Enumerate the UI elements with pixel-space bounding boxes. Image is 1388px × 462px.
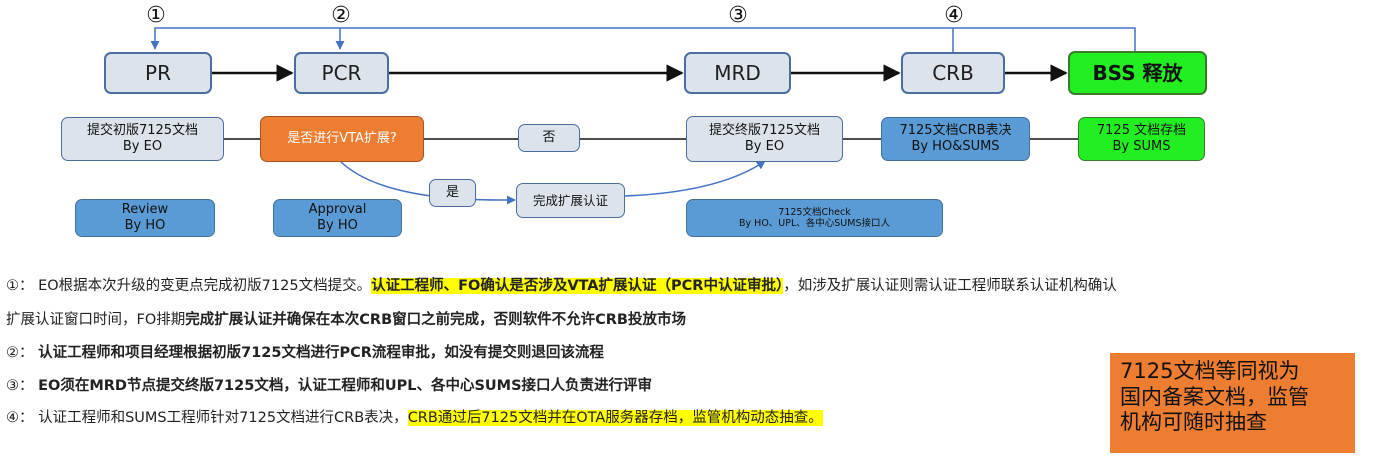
note-2-text: 认证工程师和项目经理根据初版7125文档进行PCR流程审批，如没有提交则退回该流… bbox=[38, 345, 604, 361]
stage-crb-label: CRB bbox=[932, 61, 974, 85]
task-approval: Approval By HO bbox=[273, 199, 402, 237]
stage-pcr: PCR bbox=[294, 52, 389, 94]
stage-mrd: MRD bbox=[684, 52, 791, 94]
stage-bss-release: BSS 释放 bbox=[1068, 51, 1207, 95]
note-1-line-2: 扩展认证窗口时间，FO排期完成扩展认证并确保在本次CRB窗口之前完成，否则软件不… bbox=[6, 308, 686, 329]
note-3-text: EO须在MRD节点提交终版7125文档，认证工程师和UPL、各中心SUMS接口人… bbox=[38, 378, 653, 394]
callout-line-3: 机构可随时抽查 bbox=[1120, 410, 1267, 435]
note-4: ④： 认证工程师和SUMS工程师针对7125文档进行CRB表决，CRB通过后71… bbox=[6, 406, 823, 427]
note-1-rest: ，如涉及扩展认证则需认证工程师联系认证机构确认 bbox=[783, 278, 1117, 294]
task-doc-check-line2: By HO、UPL、各中心SUMS接口人 bbox=[739, 218, 890, 229]
task-submit-initial-line2: By EO bbox=[122, 139, 163, 154]
stage-pr-label: PR bbox=[145, 61, 171, 85]
note-1-cont: 扩展认证窗口时间，FO排期 bbox=[6, 312, 186, 328]
note-2: ②： 认证工程师和项目经理根据初版7125文档进行PCR流程审批，如没有提交则退… bbox=[6, 341, 604, 362]
task-submit-initial: 提交初版7125文档 By EO bbox=[61, 117, 224, 161]
stage-pr: PR bbox=[104, 52, 212, 94]
stage-pcr-label: PCR bbox=[321, 61, 362, 85]
task-vta-question: 是否进行VTA扩展? bbox=[260, 116, 424, 162]
task-submit-final: 提交终版7125文档 By EO bbox=[686, 116, 843, 162]
task-review-line2: By HO bbox=[124, 218, 166, 233]
yes-path-curve-2 bbox=[624, 160, 766, 197]
stage-bss-label: BSS 释放 bbox=[1092, 61, 1183, 85]
callout-line-1: 7125文档等同视为 bbox=[1120, 359, 1300, 383]
note-3-marker: ③： bbox=[6, 378, 34, 394]
stage-crb: CRB bbox=[901, 52, 1005, 94]
task-review-line1: Review bbox=[121, 202, 169, 218]
task-archive-line1: 7125 文档存档 bbox=[1096, 123, 1187, 139]
step-number-3: ③ bbox=[728, 3, 748, 28]
feedback-line bbox=[150, 27, 1136, 52]
task-submit-final-line2: By EO bbox=[744, 139, 785, 154]
note-1-line-1: ①： EO根据本次升级的变更点完成初版7125文档提交。认证工程师、FO确认是否… bbox=[6, 274, 1117, 295]
label-yes-text: 是 bbox=[445, 185, 459, 201]
task-archive-line2: By SUMS bbox=[1112, 139, 1171, 154]
task-complete-extension-label: 完成扩展认证 bbox=[532, 193, 608, 208]
note-3: ③： EO须在MRD节点提交终版7125文档，认证工程师和UPL、各中心SUMS… bbox=[6, 374, 652, 395]
stage-mrd-label: MRD bbox=[714, 61, 761, 85]
note-4-intro: ④： 认证工程师和SUMS工程师针对7125文档进行CRB表决， bbox=[6, 410, 408, 426]
task-approval-line2: By HO bbox=[317, 218, 358, 233]
callout-box: 7125文档等同视为 国内备案文档，监管 机构可随时抽查 bbox=[1110, 353, 1355, 453]
note-1-bold: 完成扩展认证并确保在本次CRB窗口之前完成，否则软件不允许CRB投放市场 bbox=[185, 312, 686, 328]
step-number-4: ④ bbox=[944, 3, 964, 28]
note-4-highlight: CRB通过后7125文档并在OTA服务器存档，监管机构动态抽查。 bbox=[407, 410, 823, 426]
note-1-highlight: 认证工程师、FO确认是否涉及VTA扩展认证（PCR中认证审批） bbox=[371, 278, 784, 294]
label-yes: 是 bbox=[429, 179, 476, 207]
label-no: 否 bbox=[518, 124, 580, 152]
step-number-1: ① bbox=[146, 3, 166, 28]
task-doc-check-line1: 7125文档Check bbox=[778, 206, 851, 218]
yes-path-curve bbox=[339, 160, 516, 205]
note-1-intro: ①： EO根据本次升级的变更点完成初版7125文档提交。 bbox=[6, 278, 372, 294]
task-submit-initial-line1: 提交初版7125文档 bbox=[86, 123, 199, 139]
label-no-text: 否 bbox=[542, 130, 556, 146]
task-complete-extension: 完成扩展认证 bbox=[516, 183, 625, 218]
task-crb-vote: 7125文档CRB表决 By HO&SUMS bbox=[881, 117, 1030, 161]
task-doc-check: 7125文档Check By HO、UPL、各中心SUMS接口人 bbox=[686, 199, 943, 237]
note-2-marker: ②： bbox=[6, 345, 34, 361]
task-approval-line1: Approval bbox=[308, 202, 367, 218]
task-review: Review By HO bbox=[75, 199, 215, 237]
step-number-2: ② bbox=[331, 3, 351, 28]
callout-line-2: 国内备案文档，监管 bbox=[1120, 384, 1309, 409]
task-crb-vote-line1: 7125文档CRB表决 bbox=[899, 123, 1012, 139]
task-submit-final-line1: 提交终版7125文档 bbox=[708, 123, 821, 139]
task-archive: 7125 文档存档 By SUMS bbox=[1078, 117, 1205, 161]
task-crb-vote-line2: By HO&SUMS bbox=[911, 139, 1000, 154]
task-vta-question-label: 是否进行VTA扩展? bbox=[287, 131, 397, 147]
